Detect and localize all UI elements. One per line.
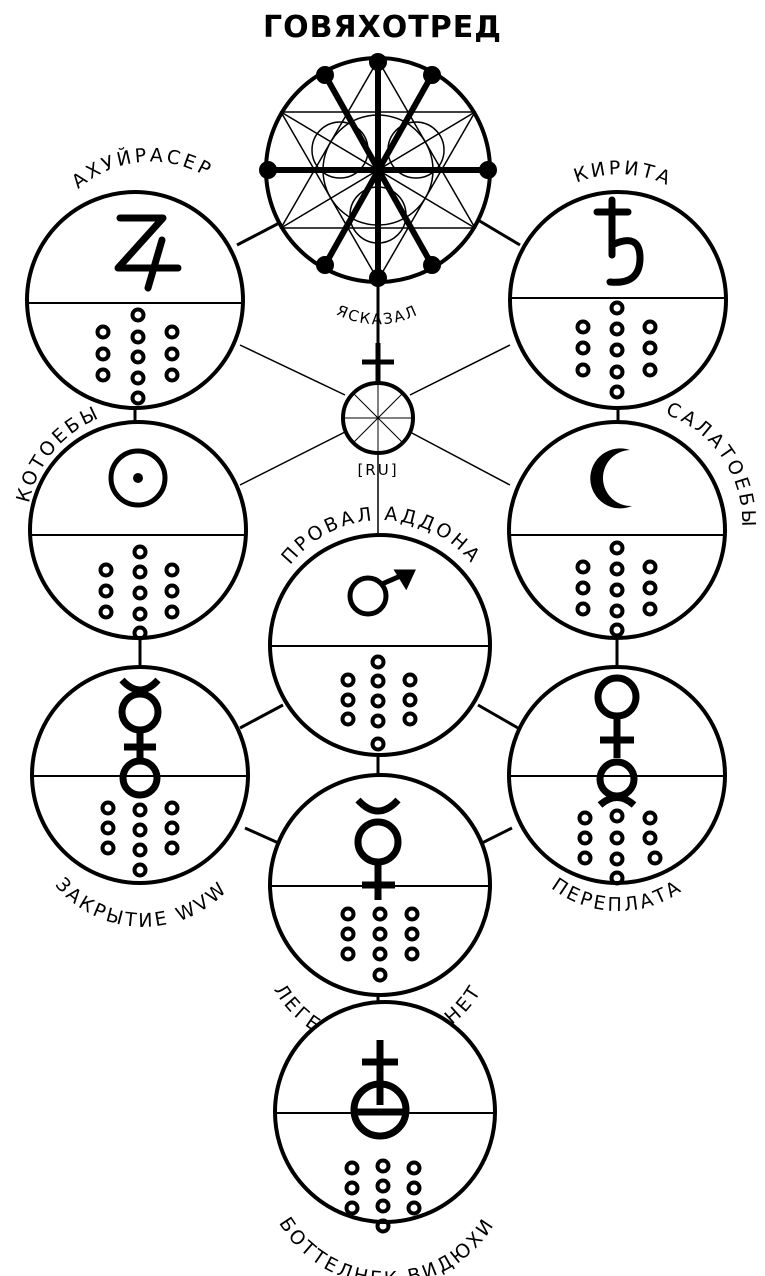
wheel-spokes-icon: [259, 53, 497, 287]
sphere-mid-left: КОТОЕБЫ: [12, 401, 248, 641]
dot-grid: [344, 1158, 422, 1234]
venus-icon: [594, 674, 640, 808]
sphere-lower-left: ЗАКРЫТИЕ WVW: [30, 665, 250, 932]
connector: [477, 218, 521, 247]
sphere-label: [RU]: [357, 461, 398, 479]
moon-icon: [590, 448, 632, 509]
connector: [409, 344, 511, 396]
connector: [239, 703, 284, 730]
connector: [409, 431, 511, 486]
sphere-top: ЯСКАЗАЛ: [259, 53, 497, 328]
dot-grid: [577, 808, 663, 886]
dot-grid: [340, 654, 418, 752]
jupiter-icon: [114, 214, 182, 292]
sphere-upper-right: КИРИТА: [508, 157, 728, 410]
connector: [477, 703, 519, 730]
sphere-label: АХУЙРАСЕР: [68, 144, 217, 193]
saturn-icon: [593, 196, 644, 286]
sun-icon: [108, 448, 168, 508]
connector: [239, 431, 346, 486]
dot-grid: [575, 540, 658, 638]
diagram-title: ГОВЯХОТРЕД: [263, 10, 502, 45]
dot-grid: [98, 544, 180, 641]
earth-icon: [350, 1040, 410, 1140]
connector: [239, 344, 346, 396]
sphere-mid-right: САЛАТОЕБЫ: [507, 398, 756, 640]
sphere-lower-center: ЛЕГЕТИМНОСТИ НЕТ: [268, 773, 492, 1055]
mercury-icon: [354, 797, 402, 900]
mars-icon: [347, 569, 416, 617]
connector: [236, 218, 286, 247]
sphere-center: ПРОВАЛ АДДОНА: [268, 503, 492, 757]
connector: [477, 826, 513, 847]
earth-cross-icon: [343, 343, 413, 453]
dot-grid: [100, 800, 180, 878]
sphere-upper-left: АХУЙРАСЕР: [25, 144, 245, 410]
dot-grid: [95, 307, 180, 406]
sphere-center-small: [RU]: [341, 343, 415, 479]
sphere-bottom: БОТТЕЛНЕК ВИДЮХИ: [273, 1000, 497, 1276]
dot-grid: [340, 906, 420, 983]
sphere-lower-right: ПЕРЕПЛАТА: [507, 665, 727, 916]
mercury-icon: [118, 677, 162, 799]
dot-grid: [575, 300, 658, 400]
sphere-label: КИРИТА: [571, 157, 676, 191]
